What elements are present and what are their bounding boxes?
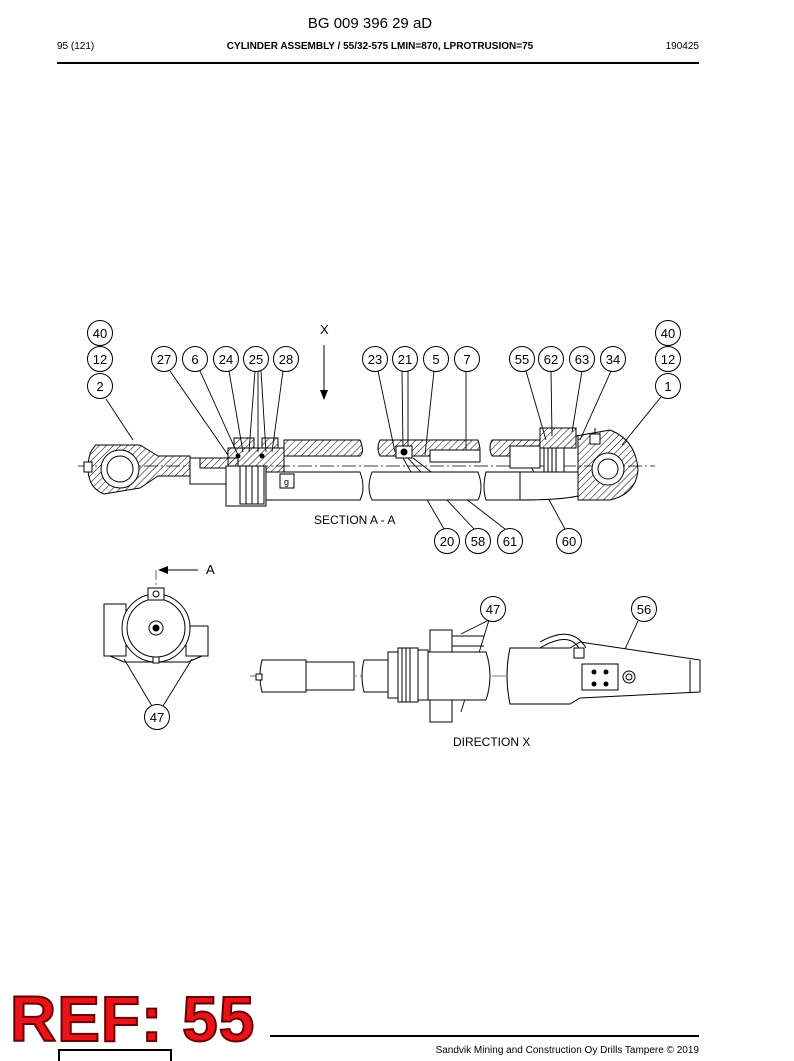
callout-12-left: 12 <box>87 346 113 372</box>
svg-text:47: 47 <box>486 602 500 617</box>
document-number: BG 009 396 29 aD <box>307 15 433 32</box>
callout-20: 20 <box>434 528 460 554</box>
callout-27: 27 <box>151 346 177 372</box>
callout-47-direction: 47 <box>480 596 506 622</box>
direction-label: DIRECTION X <box>453 735 530 749</box>
callout-balloons: 40 12 2 27 6 24 25 28 23 21 5 7 55 62 63… <box>87 320 681 730</box>
company-logo <box>58 1049 172 1061</box>
callout-62: 62 <box>538 346 564 372</box>
svg-text:62: 62 <box>544 352 558 367</box>
callout-12-right: 12 <box>655 346 681 372</box>
svg-text:24: 24 <box>219 352 233 367</box>
header-rule <box>57 62 699 64</box>
svg-text:g: g <box>284 477 289 487</box>
page-title: CYLINDER ASSEMBLY / 55/32-575 LMIN=870, … <box>226 41 534 52</box>
svg-text:1: 1 <box>664 379 671 394</box>
callout-25: 25 <box>243 346 269 372</box>
svg-text:56: 56 <box>637 602 651 617</box>
svg-text:6: 6 <box>191 352 198 367</box>
callout-24: 24 <box>213 346 239 372</box>
svg-text:12: 12 <box>661 352 675 367</box>
view-arrow-x: X <box>320 322 329 400</box>
callout-47-end: 47 <box>144 704 170 730</box>
callout-2: 2 <box>87 373 113 399</box>
svg-text:X: X <box>320 322 329 337</box>
svg-text:A: A <box>206 562 215 577</box>
callout-23: 23 <box>362 346 388 372</box>
svg-text:28: 28 <box>279 352 293 367</box>
svg-text:47: 47 <box>150 710 164 725</box>
callout-28: 28 <box>273 346 299 372</box>
svg-text:58: 58 <box>471 534 485 549</box>
svg-text:61: 61 <box>503 534 517 549</box>
svg-text:55: 55 <box>515 352 529 367</box>
section-arrow-a: A <box>158 562 215 577</box>
callout-7: 7 <box>454 346 480 372</box>
svg-text:23: 23 <box>368 352 382 367</box>
svg-text:21: 21 <box>398 352 412 367</box>
svg-text:63: 63 <box>575 352 589 367</box>
svg-text:20: 20 <box>440 534 454 549</box>
callout-60: 60 <box>556 528 582 554</box>
callout-63: 63 <box>569 346 595 372</box>
ref-stamp: REF: 55 <box>9 983 256 1055</box>
svg-text:40: 40 <box>93 326 107 341</box>
page-number: 95 (121) <box>57 41 95 52</box>
svg-text:27: 27 <box>157 352 171 367</box>
svg-text:25: 25 <box>249 352 263 367</box>
date-code: 190425 <box>665 41 699 52</box>
callout-1: 1 <box>655 373 681 399</box>
callout-40-left: 40 <box>87 320 113 346</box>
callout-34: 34 <box>600 346 626 372</box>
callout-40-right: 40 <box>655 320 681 346</box>
end-view <box>103 570 209 664</box>
callout-5: 5 <box>423 346 449 372</box>
direction-view <box>250 629 701 723</box>
callout-58: 58 <box>465 528 491 554</box>
svg-text:12: 12 <box>93 352 107 367</box>
section-view: g <box>78 427 655 507</box>
callout-61: 61 <box>497 528 523 554</box>
section-label: SECTION A - A <box>314 513 395 527</box>
svg-text:40: 40 <box>661 326 675 341</box>
callout-56: 56 <box>631 596 657 622</box>
svg-text:7: 7 <box>463 352 470 367</box>
svg-text:5: 5 <box>432 352 439 367</box>
svg-text:2: 2 <box>96 379 103 394</box>
callout-6: 6 <box>182 346 208 372</box>
svg-text:34: 34 <box>606 352 620 367</box>
footer-rule <box>270 1035 699 1037</box>
footer-copyright: Sandvik Mining and Construction Oy Drill… <box>435 1045 699 1056</box>
svg-text:60: 60 <box>562 534 576 549</box>
callout-21: 21 <box>392 346 418 372</box>
callout-55: 55 <box>509 346 535 372</box>
